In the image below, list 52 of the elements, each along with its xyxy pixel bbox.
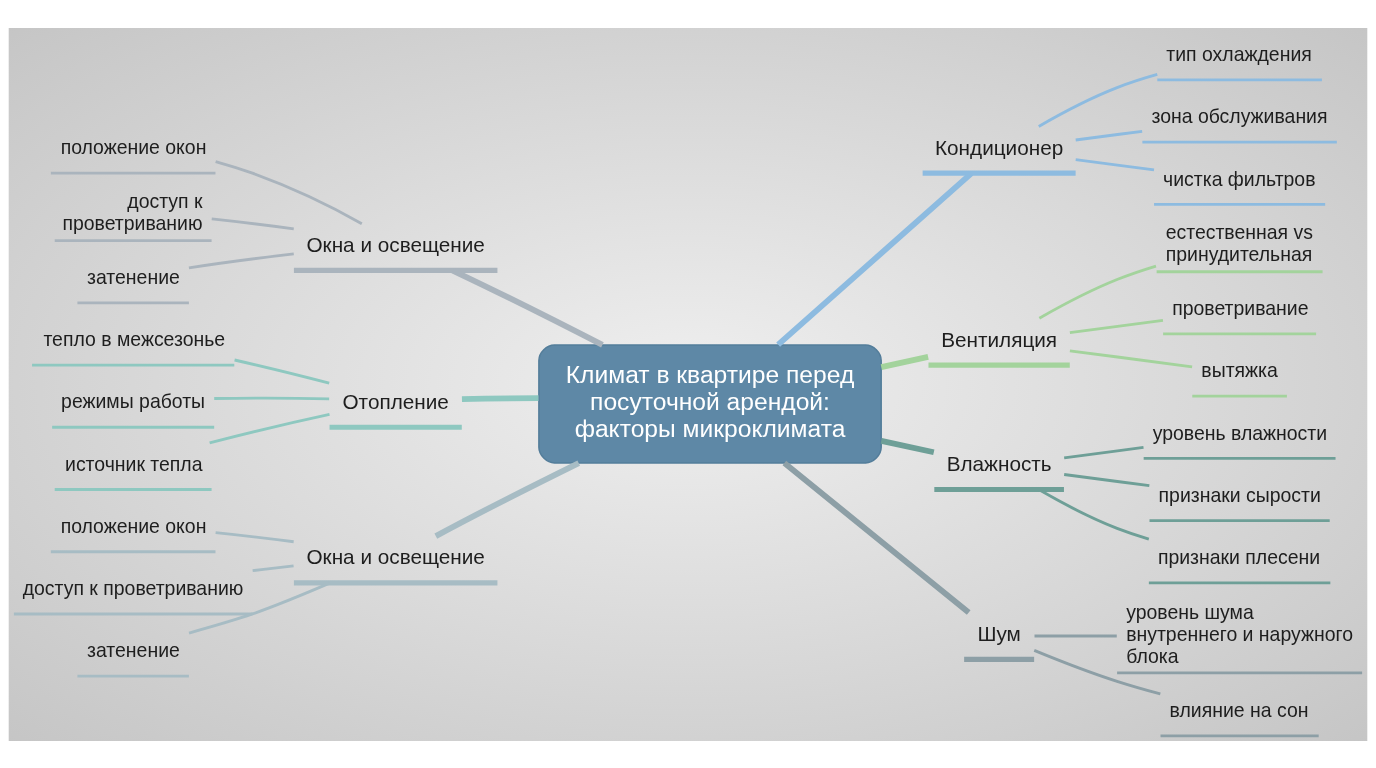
connector [451, 267, 604, 347]
node-text: положение окон [60, 514, 207, 537]
node-text: доступ к проветриванию [62, 189, 203, 234]
node-text: режимы работы [61, 389, 206, 412]
node-text: вытяжка [1201, 358, 1278, 381]
connector [1034, 634, 1117, 637]
node-text: Шум [977, 621, 1021, 645]
connector [1038, 264, 1157, 319]
node-text: Вентиляция [941, 327, 1058, 351]
connector [880, 353, 929, 370]
node-text: Кондиционер [935, 135, 1064, 159]
connector [234, 358, 330, 385]
connector [1069, 318, 1164, 334]
node-text: Окна и освещение [306, 544, 485, 568]
connector [782, 460, 971, 615]
node-text: источник тепла [65, 452, 203, 475]
node-text: положение окон [60, 135, 207, 158]
node-text: влияние на сон [1169, 698, 1309, 721]
node-text: уровень шума внутреннего и наружного блока [1126, 599, 1353, 667]
connector [215, 530, 294, 543]
connector [211, 217, 294, 230]
node-text: естественная vs принудительная [1165, 220, 1313, 265]
connector [1069, 348, 1193, 368]
node-text: Окна и освещение [306, 232, 485, 256]
connector [209, 412, 330, 444]
node-text: затенение [87, 638, 180, 661]
node-text: Влажность [946, 451, 1052, 475]
node-text: признаки плесени [1157, 545, 1321, 568]
connector [215, 159, 363, 225]
node-text: проветривание [1172, 296, 1309, 319]
node-text: чистка фильтров [1163, 167, 1316, 190]
connector [1038, 72, 1158, 128]
connector [434, 459, 581, 539]
connector [1075, 129, 1143, 141]
connector [1064, 445, 1144, 459]
connector [1075, 157, 1155, 171]
node-text: тепло в межсезонье [43, 327, 226, 350]
node-box: Климат в квартире перед посуточной арендой: факторы микроклимата [538, 343, 882, 464]
node-text: затенение [87, 265, 180, 288]
node-text: признаки сырости [1158, 483, 1321, 506]
node-text: доступ к проветриванию [22, 576, 244, 599]
connector [252, 563, 294, 572]
connector [188, 252, 294, 269]
node-text: Отопление [342, 389, 449, 413]
node-text: тип охлаждения [1166, 42, 1312, 65]
connector [1064, 472, 1150, 487]
connector [880, 437, 935, 455]
connector [1033, 648, 1161, 695]
node-text: уровень влажности [1152, 421, 1328, 444]
connector [214, 396, 330, 400]
connector [461, 394, 539, 402]
node-text: зона обслуживания [1151, 104, 1328, 127]
